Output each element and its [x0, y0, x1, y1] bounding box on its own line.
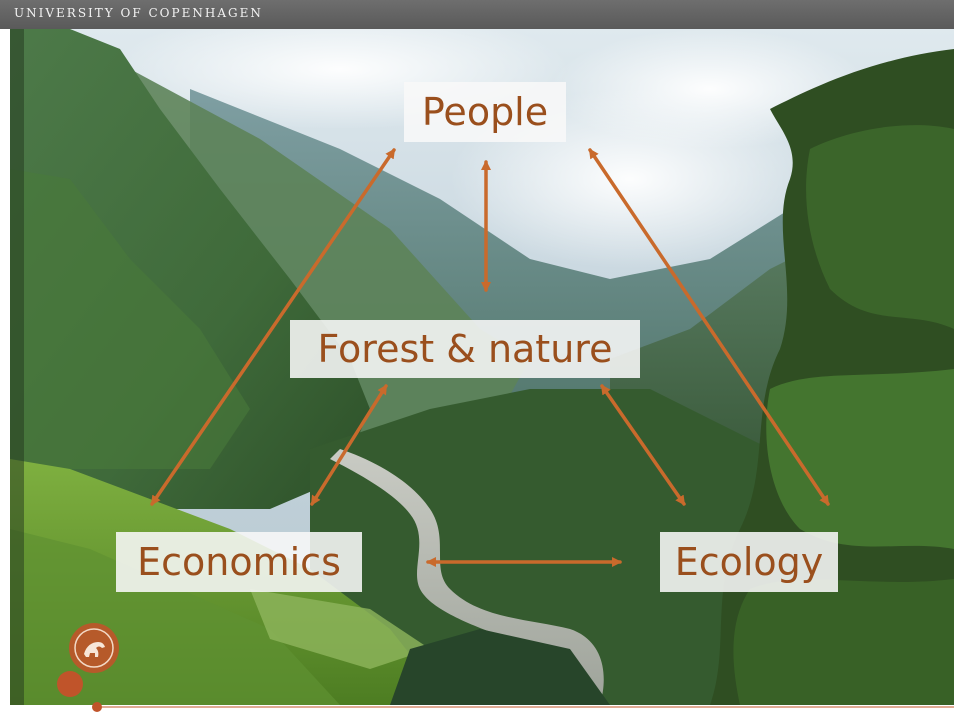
arrow-people-ecology: [588, 148, 830, 506]
node-economics: Economics: [116, 532, 362, 592]
node-forest-nature: Forest & nature: [290, 320, 640, 378]
horse-seal-icon: [69, 623, 119, 673]
institution-name: UNIVERSITY OF COPENHAGEN: [14, 6, 263, 20]
node-people: People: [404, 82, 566, 142]
arrow-people-economics: [150, 148, 396, 506]
node-ecology: Ecology: [660, 532, 838, 592]
header-bar: UNIVERSITY OF COPENHAGEN: [0, 0, 954, 29]
arrow-forest-ecology: [600, 384, 686, 506]
arrow-forest-economics: [310, 384, 388, 506]
